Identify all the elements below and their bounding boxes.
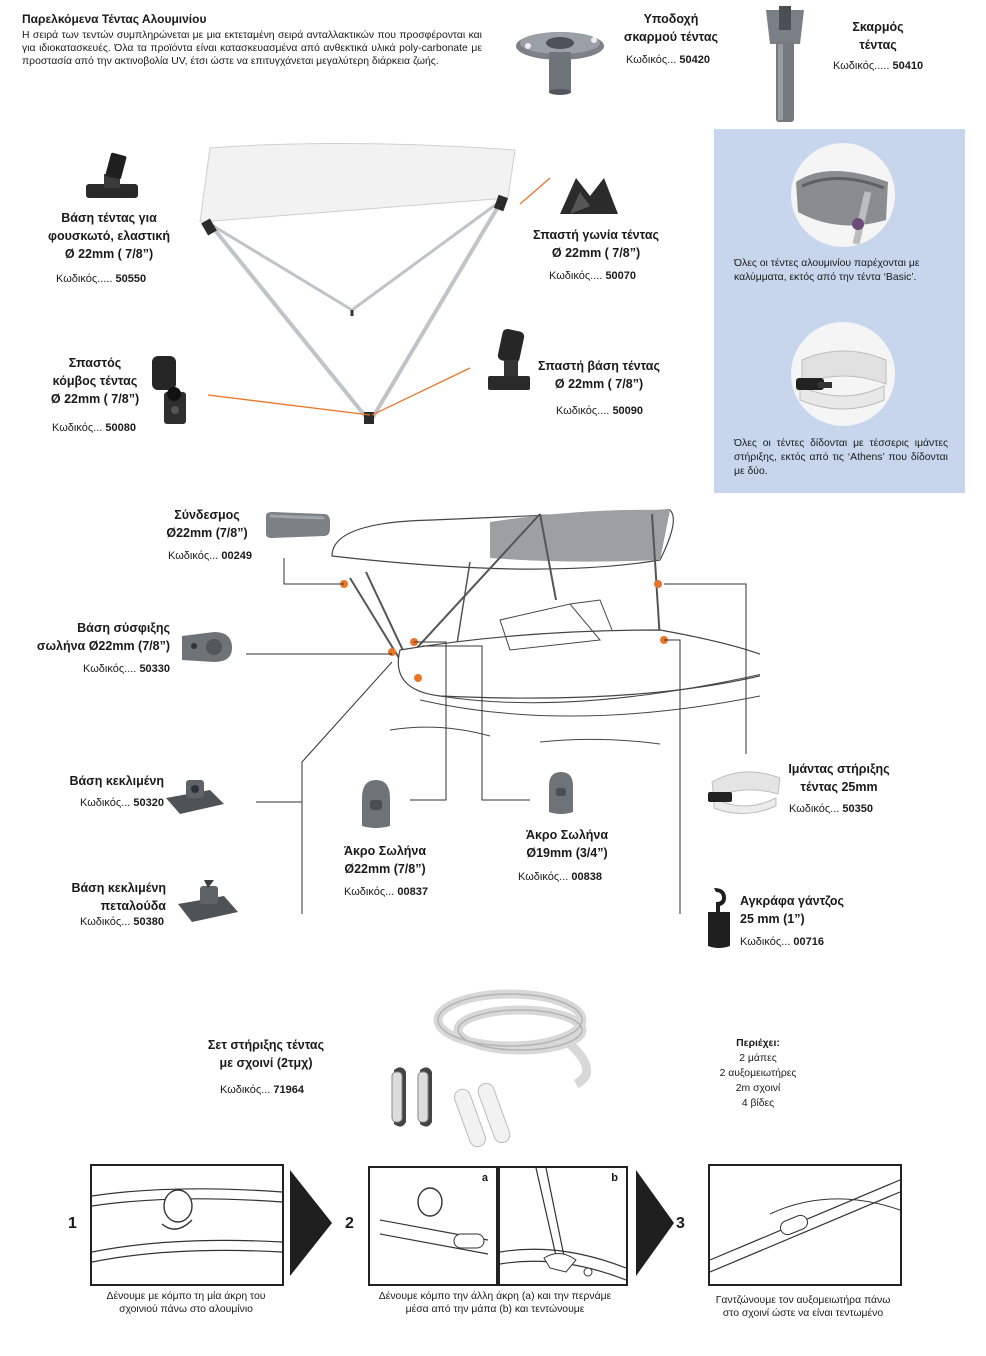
folding-base-image: [488, 328, 530, 390]
tube-end-22-image: [362, 780, 390, 828]
wingnut-base-image: [178, 880, 238, 922]
step-2-caption: Δένουμε κόμπο την άλλη άκρη (a) και την …: [378, 1291, 612, 1315]
step-2a-illustration: [379, 1187, 489, 1255]
angled-base-image: [166, 780, 224, 814]
kit-contents: Περιέχει: 2 μάπες 2 αυξομειωτήρες 2m σχο…: [702, 1036, 814, 1111]
page-title: Παρελκόμενα Τέντας Αλουμινίου: [22, 12, 207, 26]
product-50320-code: Κωδικός... 50320: [80, 797, 164, 809]
step-2a-label: a: [481, 1172, 488, 1184]
product-50380-code: Κωδικός... 50380: [80, 916, 164, 928]
product-50090-code: Κωδικός.... 50090: [556, 405, 644, 417]
product-00716-code: Κωδικός... 00716: [740, 936, 824, 948]
inflatable-base-image: [86, 152, 138, 198]
product-50330-code: Κωδικός.... 50330: [83, 663, 171, 675]
connector-image: [266, 512, 330, 538]
cover-note: Όλες οι τέντες αλουμινίου παρέχονται με …: [734, 258, 920, 283]
product-50350-code: Κωδικός... 50350: [789, 803, 873, 815]
strap-note: Όλες οι τέντες δίδονται με τέσσερις ιμάν…: [734, 438, 948, 477]
cover-photo: [791, 143, 895, 247]
step-2-number: 2: [345, 1215, 354, 1232]
tube-end-19-image: [549, 772, 573, 814]
clamp-base-image: [182, 632, 232, 662]
folding-corner-image: [560, 178, 618, 214]
leader-lines: [246, 558, 747, 914]
step-1-number: 1: [68, 1215, 77, 1232]
step-3-number: 3: [676, 1215, 685, 1232]
product-50080-code: Κωδικός... 50080: [52, 422, 136, 434]
step-2b-illustration: [500, 1168, 626, 1281]
step-3-illustration: [710, 1179, 900, 1273]
step-1-arrow: [290, 1170, 332, 1276]
product-00249-code: Κωδικός... 00249: [168, 550, 252, 562]
product-50420-code: Κωδικός... 50420: [626, 54, 710, 66]
callout-lines: [207, 177, 551, 416]
product-00837-code: Κωδικός... 00837: [344, 886, 428, 898]
step-1-illustration: [92, 1188, 282, 1263]
intro-text: Η σειρά των τεντών συμπληρώνεται με μια …: [22, 30, 482, 67]
strap-photo: [791, 322, 895, 426]
rope-kit-image: [391, 989, 591, 1148]
kit-contents-heading: Περιέχει:: [736, 1038, 780, 1049]
folding-joint-image: [152, 356, 186, 424]
hook-clip-image: [708, 888, 730, 948]
product-50070-code: Κωδικός.... 50070: [549, 270, 637, 282]
step-2b-panel: b: [498, 1166, 628, 1286]
step-2b-label: b: [611, 1172, 618, 1184]
tent-pin-image: [766, 6, 804, 122]
product-71964-code: Κωδικός... 71964: [220, 1084, 304, 1096]
step-1-panel: [90, 1164, 284, 1286]
step-3-panel: [708, 1164, 902, 1286]
product-50550-code: Κωδικός..... 50550: [56, 273, 147, 285]
step-2-arrow: [636, 1170, 674, 1276]
kit-item: 4 βίδες: [741, 1098, 775, 1109]
boat-drawing: [331, 509, 760, 745]
info-box: Όλες οι τέντες αλουμινίου παρέχονται με …: [714, 129, 965, 493]
product-50410-code: Κωδικός..... 50410: [833, 60, 924, 72]
kit-item: 2m σχοινί: [735, 1083, 781, 1094]
kit-item: 2 μάπες: [739, 1053, 777, 1064]
kit-item: 2 αυξομειωτήρες: [719, 1068, 797, 1079]
bimini-frame-drawing: [199, 142, 516, 424]
step-2a-panel: a: [368, 1166, 498, 1286]
strap-25-image: [708, 771, 781, 815]
product-50320-name: Βάση κεκλιμένη: [69, 774, 164, 788]
product-00838-code: Κωδικός... 00838: [518, 871, 602, 883]
tent-socket-image: [516, 32, 604, 95]
